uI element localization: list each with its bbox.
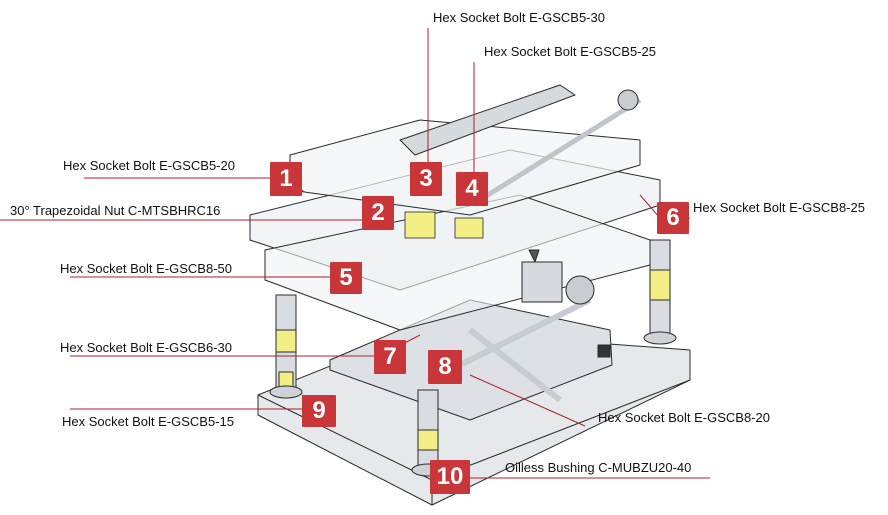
- callout-9-badge: 9: [302, 395, 336, 427]
- callout-8-badge: 8: [428, 350, 462, 384]
- callout-6-badge: 6: [657, 202, 689, 234]
- callout-1-badge: 1: [270, 162, 302, 196]
- callout-2-badge: 2: [362, 196, 394, 230]
- column-front-center: [411, 389, 445, 477]
- callout-4-badge: 4: [456, 172, 488, 206]
- callout-6-label: Hex Socket Bolt E-GSCB8-25: [693, 200, 865, 215]
- callout-10-badge: 10: [430, 460, 470, 494]
- callout-10-label: Oilless Bushing C-MUBZU20-40: [505, 460, 692, 475]
- callout-3-badge: 3: [410, 162, 442, 196]
- callout-9-label: Hex Socket Bolt E-GSCB5-15: [62, 414, 234, 429]
- linear-rail: [399, 84, 576, 156]
- callout-8-label: Hex Socket Bolt E-GSCB8-20: [598, 410, 770, 425]
- column-back-right: [643, 239, 677, 345]
- callout-2-label: 30° Trapezoidal Nut C-MTSBHRC16: [10, 203, 221, 218]
- callout-1-label: Hex Socket Bolt E-GSCB5-20: [63, 158, 235, 173]
- callout-7-label: Hex Socket Bolt E-GSCB6-30: [60, 340, 232, 355]
- callout-5-label: Hex Socket Bolt E-GSCB8-50: [60, 261, 232, 276]
- callout-4-label: Hex Socket Bolt E-GSCB5-25: [484, 44, 656, 59]
- callout-5-badge: 5: [330, 262, 362, 294]
- column-front-left: [269, 294, 303, 399]
- callout-3-label: Hex Socket Bolt E-GSCB5-30: [433, 10, 605, 25]
- leader-8: [469, 374, 586, 427]
- callout-7-badge: 7: [374, 340, 406, 374]
